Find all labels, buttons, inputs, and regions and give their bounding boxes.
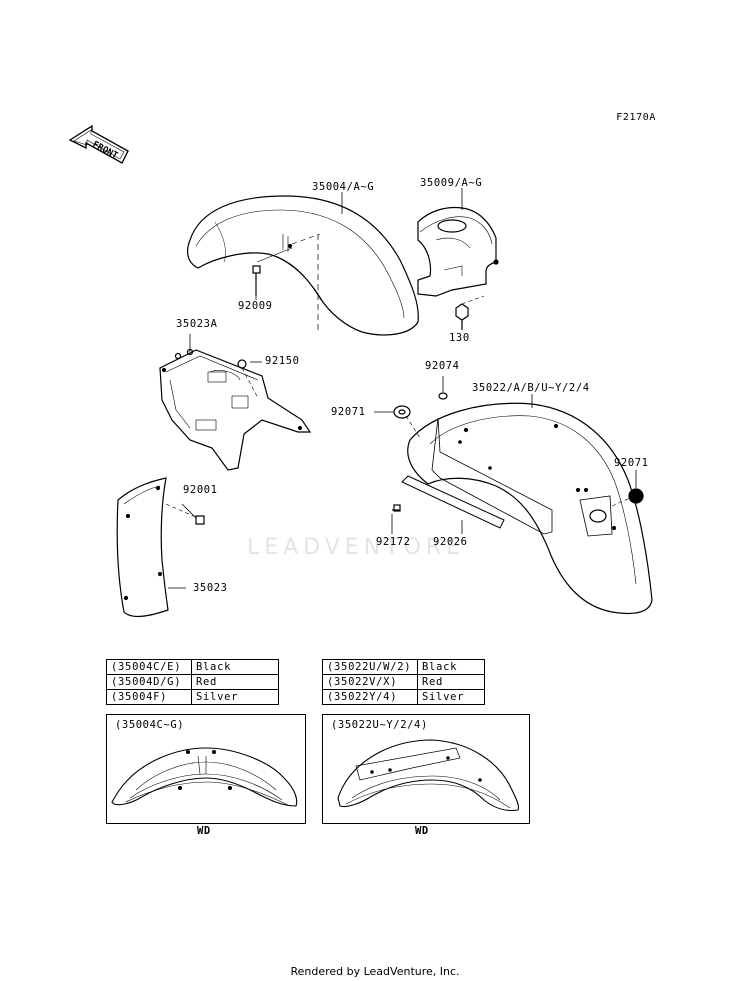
rear-fender-color-table: (35022U/W/2) Black (35022V/X) Red (35022… — [322, 659, 485, 705]
label-92074: 92074 — [425, 360, 460, 372]
footer-credit: Rendered by LeadVenture, Inc. — [290, 965, 460, 978]
diagram-code: F2170A — [616, 112, 656, 123]
label-130: 130 — [449, 332, 470, 344]
variant-code: (35022V/X) — [322, 674, 418, 690]
fender-bracket-drawing — [159, 348, 312, 471]
variant-color: Silver — [417, 689, 485, 705]
variant-color: Silver — [191, 689, 279, 705]
variant-code: (35022U/W/2) — [322, 659, 418, 675]
label-92009: 92009 — [238, 300, 273, 312]
variant-code: (35022Y/4) — [322, 689, 418, 705]
label-35009: 35009/A~G — [420, 177, 483, 189]
fender-cover-drawing — [417, 206, 499, 330]
front-fender-drawing — [187, 195, 419, 336]
front-label: FRONT — [91, 140, 120, 162]
rear-fender-detail-drawing — [337, 739, 520, 812]
label-92001: 92001 — [183, 484, 218, 496]
front-fender-color-table: (35004C/E) Black (35004D/G) Red (35004F)… — [106, 659, 279, 705]
variant-color: Red — [417, 674, 485, 690]
detail-caption-left: WD — [197, 825, 211, 837]
variant-color: Black — [191, 659, 279, 675]
label-35023: 35023 — [193, 582, 228, 594]
label-92026: 92026 — [433, 536, 468, 548]
label-35022: 35022/A/B/U~Y/2/4 — [472, 382, 590, 394]
label-92071-left: 92071 — [331, 406, 366, 418]
mud-flap-drawing — [116, 477, 205, 618]
label-35023a: 35023A — [176, 318, 218, 330]
variant-code: (35004C/E) — [106, 659, 192, 675]
variant-color: Red — [191, 674, 279, 690]
label-35004: 35004/A~G — [312, 181, 375, 193]
detail-box-title: (35022U~Y/2/4) — [331, 719, 428, 731]
table-row: (35022U/W/2) Black — [322, 659, 485, 675]
table-row: (35004D/G) Red — [106, 674, 279, 690]
rear-fender-drawing — [392, 392, 653, 615]
table-row: (35022Y/4) Silver — [322, 689, 485, 705]
variant-color: Black — [417, 659, 485, 675]
watermark-text: LEADVENTORE — [247, 535, 466, 560]
table-row: (35004C/E) Black — [106, 659, 279, 675]
front-arrow-icon — [68, 124, 129, 164]
variant-code: (35004D/G) — [106, 674, 192, 690]
detail-caption-right: WD — [415, 825, 429, 837]
table-row: (35004F) Silver — [106, 689, 279, 705]
label-92172: 92172 — [376, 536, 411, 548]
rear-fender-detail-box: (35022U~Y/2/4) — [322, 714, 530, 824]
label-92150: 92150 — [265, 355, 300, 367]
detail-box-title: (35004C~G) — [115, 719, 185, 731]
front-fender-detail-drawing — [111, 747, 298, 807]
label-92071-right: 92071 — [614, 457, 649, 469]
table-row: (35022V/X) Red — [322, 674, 485, 690]
front-fender-detail-box: (35004C~G) — [106, 714, 306, 824]
variant-code: (35004F) — [106, 689, 192, 705]
